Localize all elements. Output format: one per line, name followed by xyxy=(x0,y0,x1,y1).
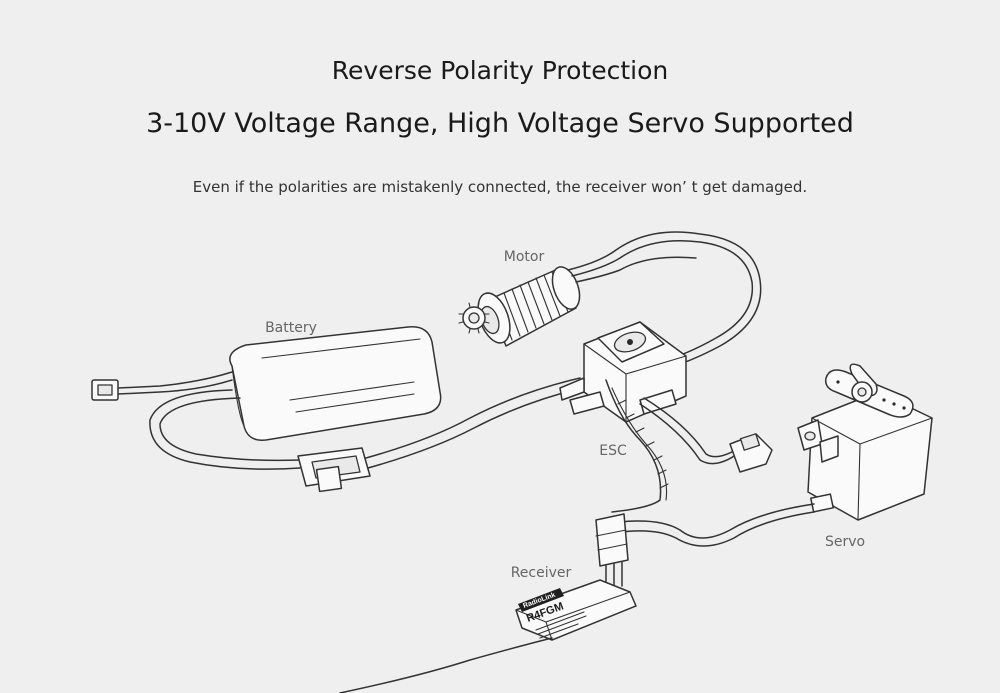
heading-line-1: Reverse Polarity Protection xyxy=(331,56,669,85)
servo xyxy=(619,363,933,547)
receiver-label: Receiver xyxy=(511,565,572,581)
esc xyxy=(559,321,773,513)
subtitle: Even if the polarities are mistakenly co… xyxy=(192,178,808,196)
motor xyxy=(458,231,762,371)
servo-label: Servo xyxy=(825,534,865,550)
heading-line-2: 3-10V Voltage Range, High Voltage Servo … xyxy=(146,108,854,139)
motor-label: Motor xyxy=(504,249,545,265)
battery-label: Battery xyxy=(265,320,317,336)
receiver: RadioLink R4FGM xyxy=(339,513,637,693)
battery-pack xyxy=(91,326,583,493)
esc-label: ESC xyxy=(599,443,627,459)
